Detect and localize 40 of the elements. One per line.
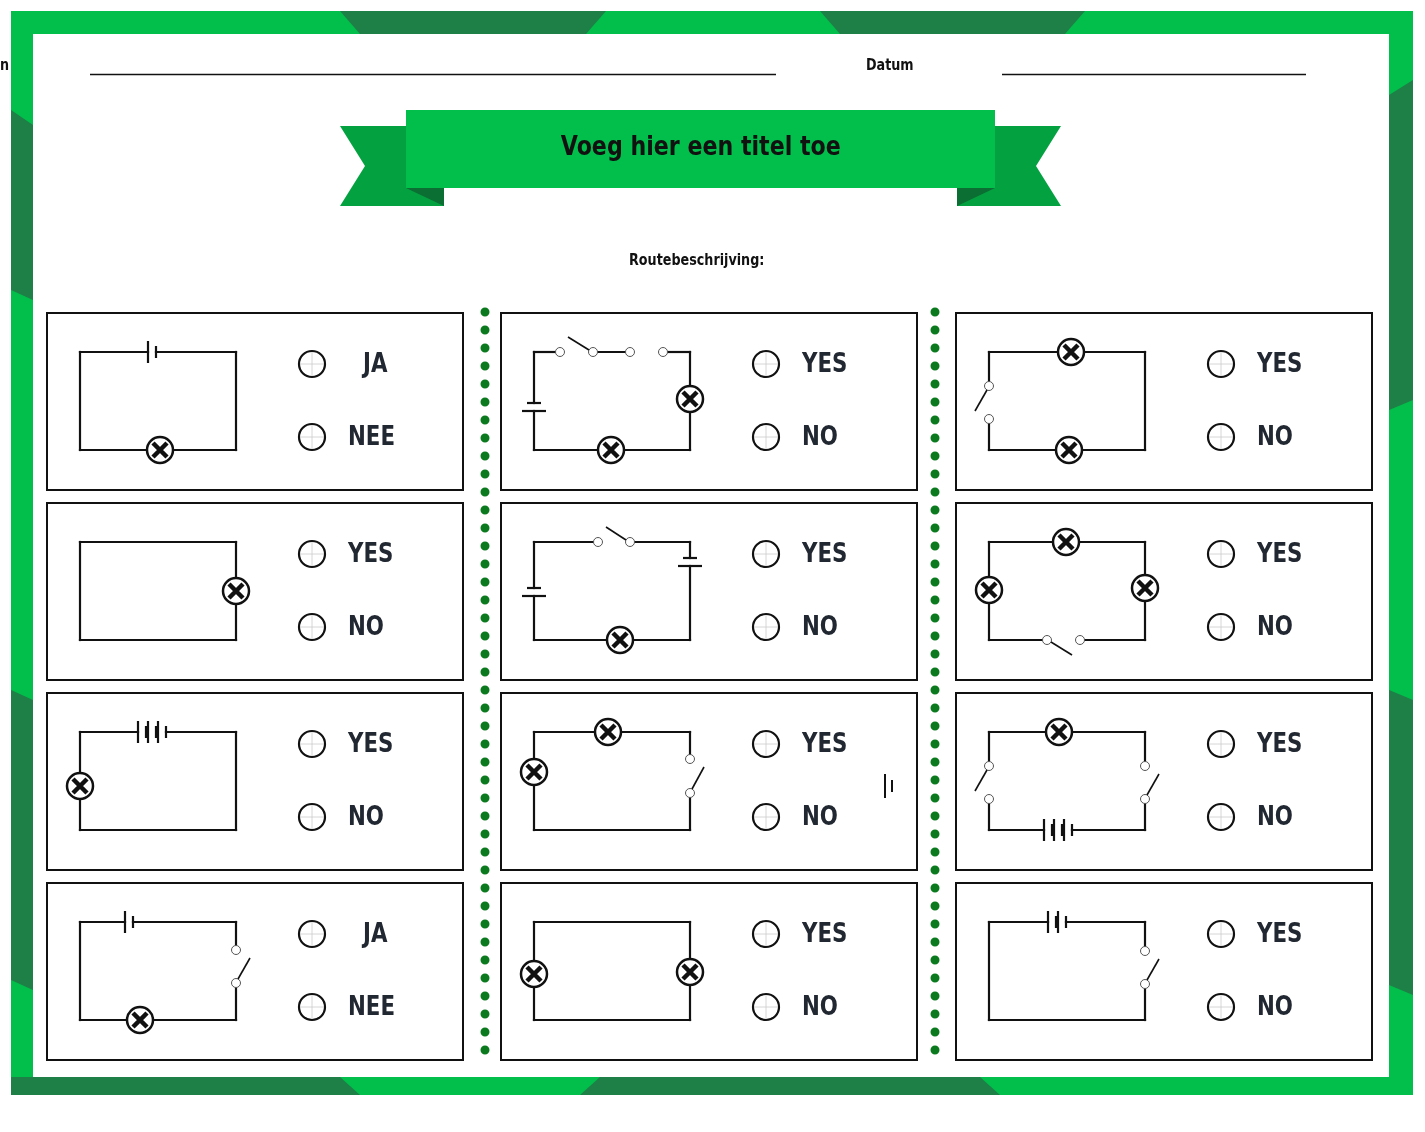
option-label: NO [348, 611, 384, 641]
option-label: YES [802, 918, 848, 948]
option-label: YES [1257, 918, 1303, 948]
question-card [46, 882, 464, 1061]
instructions-label: Routebeschrijving: [629, 251, 765, 269]
option-label: NEE [348, 991, 395, 1021]
question-card [500, 882, 918, 1061]
question-card [46, 312, 464, 491]
option-label: NO [1257, 611, 1293, 641]
question-card [955, 692, 1373, 871]
name-label: n [0, 56, 10, 74]
option-label: YES [348, 728, 394, 758]
option-label: NO [1257, 991, 1293, 1021]
option-label: NO [802, 801, 838, 831]
option-label: YES [348, 538, 394, 568]
option-label: NEE [348, 421, 395, 451]
option-label: NO [1257, 421, 1293, 451]
option-label: YES [802, 348, 848, 378]
option-label: NO [1257, 801, 1293, 831]
option-label: YES [1257, 348, 1303, 378]
option-label: JA [363, 918, 388, 948]
option-label: NO [802, 611, 838, 641]
question-card [46, 502, 464, 681]
option-label: YES [802, 728, 848, 758]
worksheet-title: Voeg hier een titel toe [560, 130, 841, 161]
option-label: YES [802, 538, 848, 568]
question-card [500, 502, 918, 681]
question-card [955, 502, 1373, 681]
option-label: YES [1257, 538, 1303, 568]
question-card [46, 692, 464, 871]
date-label: Datum [866, 56, 914, 74]
option-label: NO [802, 991, 838, 1021]
option-label: NO [802, 421, 838, 451]
option-label: NO [348, 801, 384, 831]
question-card [955, 312, 1373, 491]
question-card [955, 882, 1373, 1061]
option-label: YES [1257, 728, 1303, 758]
question-card [500, 312, 918, 491]
option-label: JA [363, 348, 388, 378]
question-card [500, 692, 918, 871]
